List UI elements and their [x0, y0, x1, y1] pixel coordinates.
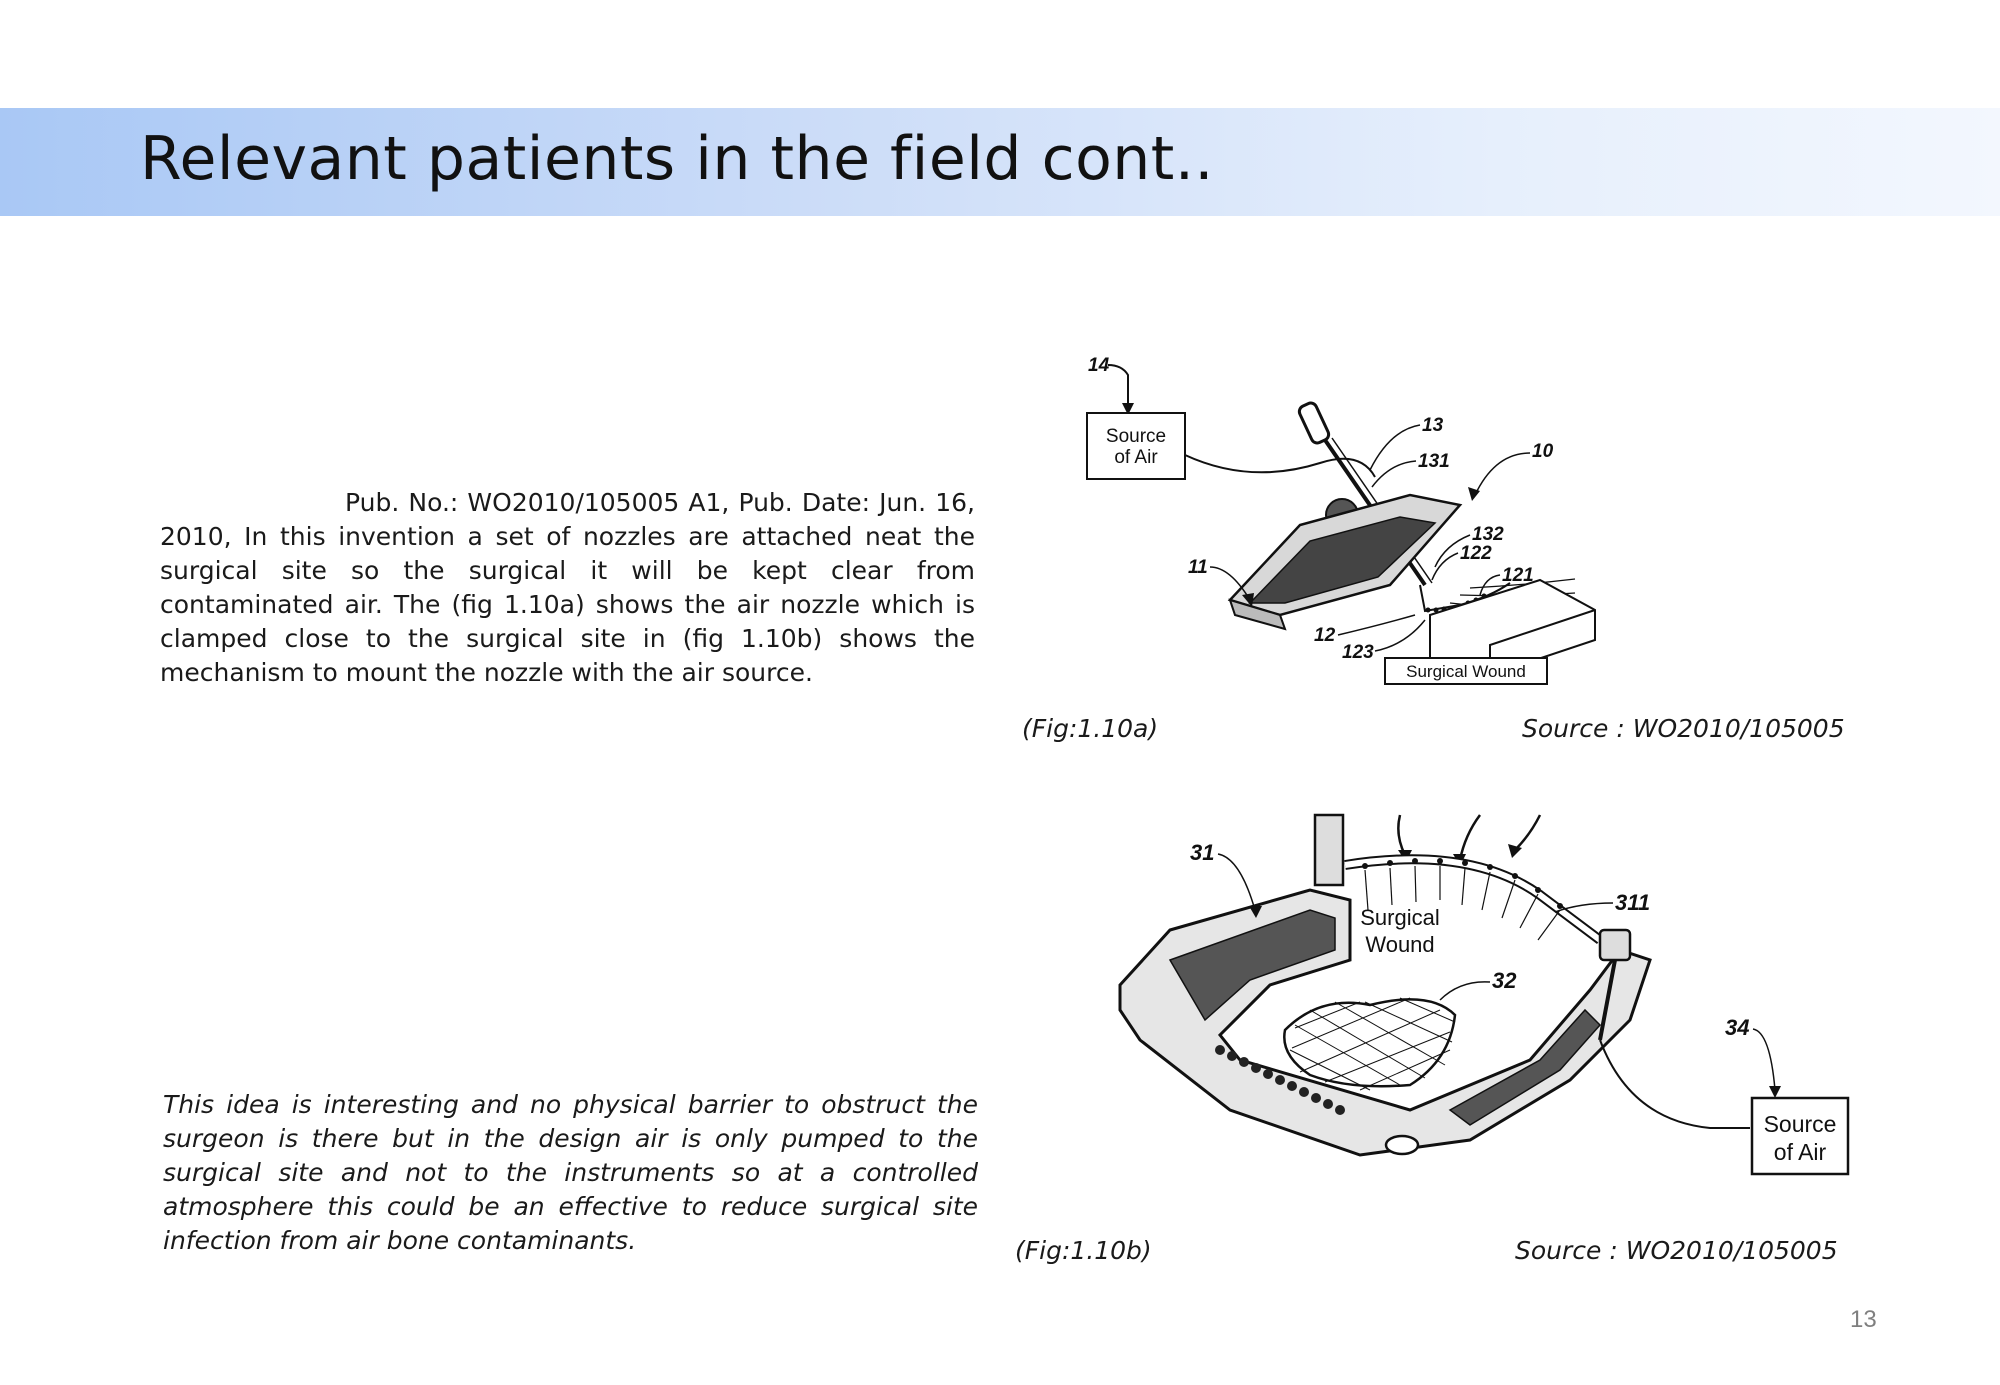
fig-b-source-line1: Source	[1764, 1111, 1837, 1137]
fig-a-source-line1: Source	[1106, 426, 1166, 447]
fig-a-label-131: 131	[1418, 451, 1450, 472]
fig-b-label-32: 32	[1492, 968, 1517, 993]
fig-a-label-10: 10	[1532, 441, 1554, 462]
fig-b-caption: (Fig:1.10b)	[1015, 1236, 1152, 1265]
page-number: 13	[1850, 1306, 1877, 1333]
fig-b-source: Source : WO2010/105005	[1515, 1236, 1838, 1265]
fig-a-label-13: 13	[1422, 415, 1444, 436]
description-paragraph: Pub. No.: WO2010/105005 A1, Pub. Date: J…	[160, 486, 975, 690]
fig-b-label-31: 31	[1190, 840, 1214, 865]
fig-a-label-122: 122	[1460, 543, 1492, 564]
fig-a-label-123: 123	[1342, 642, 1374, 663]
fig-b-source-line2: of Air	[1774, 1139, 1827, 1165]
fig-a-source: Source : WO2010/105005	[1522, 714, 1845, 743]
fig-a-label-12: 12	[1314, 625, 1336, 646]
title-band	[0, 108, 2000, 216]
fig-b-wound-line1: Surgical	[1360, 905, 1439, 930]
fig-b-label-34: 34	[1725, 1015, 1749, 1040]
fig-a-caption: (Fig:1.10a)	[1022, 714, 1159, 743]
fig-a-source-box	[1086, 412, 1186, 480]
figure-1-10a: 14 Source of Air Surgical Wound 13 131 1…	[1086, 355, 1596, 685]
fig-b-label-311: 311	[1615, 890, 1650, 915]
slide-title: Relevant patients in the field cont..	[140, 124, 1214, 194]
fig-a-label-132: 132	[1472, 524, 1504, 545]
fig-a-label-14: 14	[1088, 355, 1110, 376]
fig-b-source-box	[1750, 1096, 1850, 1176]
fig-a-label-11: 11	[1188, 557, 1208, 578]
description-text: Pub. No.: WO2010/105005 A1, Pub. Date: J…	[160, 488, 975, 687]
commentary-paragraph: This idea is interesting and no physical…	[163, 1090, 978, 1255]
fig-b-wound-line2: Wound	[1365, 932, 1434, 957]
fig-a-wound-label: Surgical Wound	[1406, 662, 1526, 681]
fig-a-label-121: 121	[1502, 565, 1534, 586]
fig-a-source-line2: of Air	[1114, 447, 1158, 468]
fig-a-wound-box	[1384, 657, 1548, 685]
figure-1-10b: Surgical Wound Source of Air 31 311 32 3…	[1118, 813, 1850, 1176]
